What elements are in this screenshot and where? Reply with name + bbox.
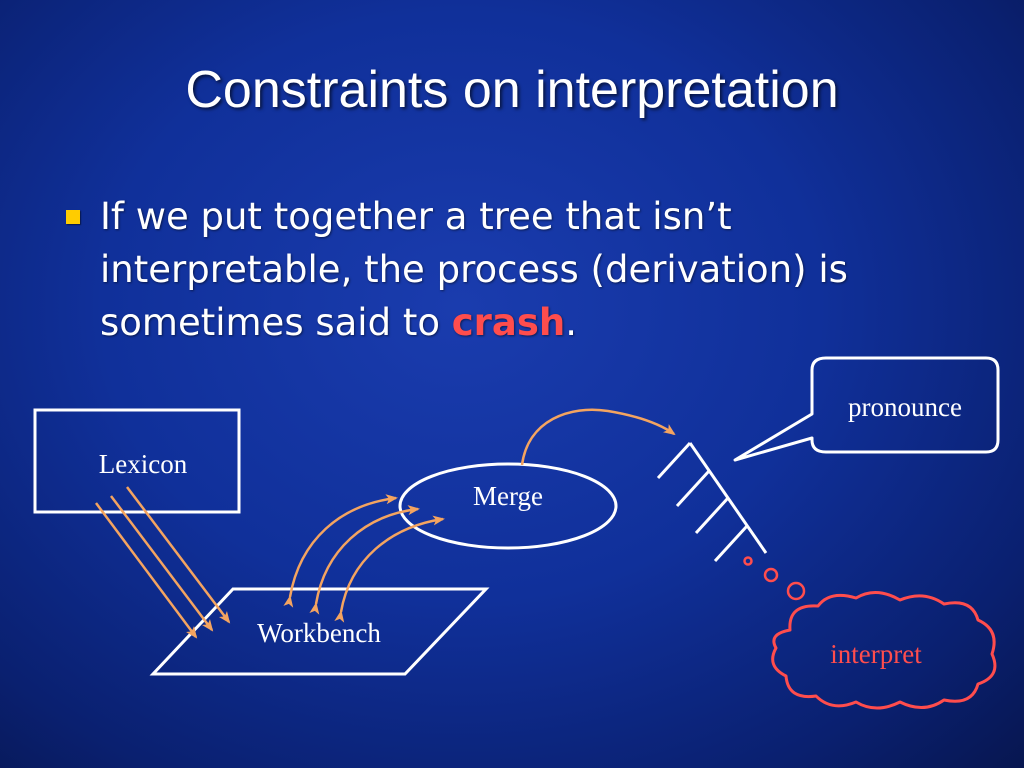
workbench-node: Workbench <box>149 587 490 676</box>
bullet-text: If we put together a tree that isn’t int… <box>100 190 958 349</box>
lexicon-arrow-3 <box>126 486 231 624</box>
merge-label: Merge <box>473 481 543 511</box>
lexicon-label: Lexicon <box>99 449 188 479</box>
merge-node: Merge <box>398 462 618 550</box>
square-bullet-icon <box>66 210 80 224</box>
interpret-thought-cloud: interpret <box>771 591 997 710</box>
slide-title: Constraints on interpretation <box>185 61 839 119</box>
interpret-label: interpret <box>830 639 922 669</box>
workbench-label: Workbench <box>257 618 381 648</box>
bullet-text-end: . <box>565 301 578 344</box>
lexicon-box: Lexicon <box>33 408 241 514</box>
bullet-item: If we put together a tree that isn’t int… <box>58 190 958 349</box>
lexicon-to-workbench-arrows <box>94 486 231 639</box>
double-arrow-3 <box>334 515 445 623</box>
pronounce-speech-bubble: pronounce <box>733 356 1000 462</box>
thought-bubble-dots <box>743 556 806 601</box>
lexicon-arrow-1 <box>94 502 198 639</box>
merge-to-tree-arrow <box>520 408 676 466</box>
crash-emphasis: crash <box>451 301 566 344</box>
workbench-merge-arrows <box>283 494 445 623</box>
lexicon-arrow-2 <box>110 495 214 632</box>
tree-structure <box>656 441 768 563</box>
bullet-text-main: If we put together a tree that isn’t int… <box>100 195 848 344</box>
pronounce-label: pronounce <box>848 392 962 422</box>
